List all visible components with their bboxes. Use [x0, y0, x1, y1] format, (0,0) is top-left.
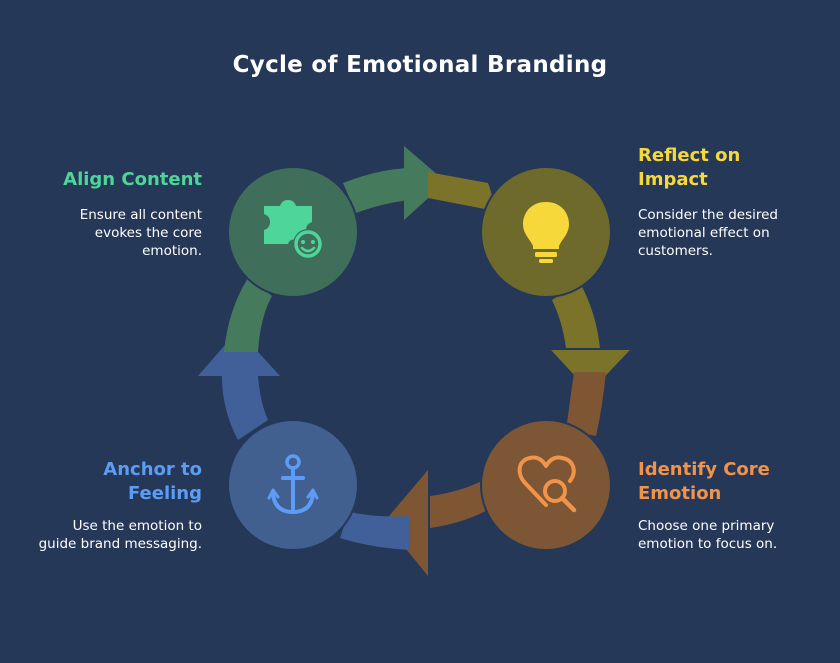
step-label-line: Emotion [638, 483, 722, 504]
step-desc-identify: Choose one primary emotion to focus on. [638, 517, 828, 553]
step-label-line: Feeling [127, 483, 202, 504]
arrow-anchor-to-align-head [198, 330, 280, 376]
step-label-line: Reflect on [638, 145, 741, 166]
step-desc-line: customers. [638, 243, 713, 259]
arrow-anchor-to-align-body [222, 376, 268, 440]
step-label-reflect: Reflect on Impact [638, 144, 828, 192]
step-label-anchor: Anchor to Feeling [22, 458, 202, 506]
step-desc-line: Choose one primary [638, 518, 775, 534]
step-desc-align: Ensure all content evokes the core emoti… [22, 206, 202, 260]
step-desc-line: Ensure all content [79, 207, 202, 223]
heart-search-icon [517, 455, 577, 513]
arrow-align-to-reflect-head [404, 146, 446, 220]
step-label-identify: Identify Core Emotion [638, 458, 828, 506]
step-desc-line: emotional effect on [638, 225, 770, 241]
step-label-line: Impact [638, 169, 708, 190]
step-label-align: Align Content [22, 168, 202, 192]
arrow-reflect-to-identify [551, 283, 630, 436]
arrow-anchor-to-align-tail [224, 278, 272, 352]
diagram-title: Cycle of Emotional Branding [232, 52, 608, 78]
arrow-align-to-reflect [343, 146, 493, 220]
step-desc-line: emotion. [142, 243, 202, 259]
arrow-identify-to-anchor [340, 470, 496, 576]
step-label-line: Identify Core [638, 459, 770, 480]
arrow-identify-to-anchor-tail [340, 502, 410, 550]
arrow-reflect-to-identify-body [552, 283, 600, 348]
arrow-anchor-to-align [198, 278, 280, 440]
arrow-align-to-reflect-tail [428, 172, 493, 210]
step-desc-reflect: Consider the desired emotional effect on… [638, 206, 828, 260]
step-desc-line: Consider the desired [638, 207, 778, 223]
step-desc-line: guide brand messaging. [38, 536, 202, 552]
step-desc-line: emotion to focus on. [638, 536, 778, 552]
step-desc-anchor: Use the emotion to guide brand messaging… [12, 517, 202, 553]
arrow-reflect-to-identify-head [551, 350, 630, 392]
puzzle-smiley-icon [264, 200, 323, 259]
step-label-line: Align Content [63, 169, 202, 190]
arrow-reflect-to-identify-tail [566, 372, 606, 436]
step-label-line: Anchor to [103, 459, 202, 480]
arrow-align-to-reflect-body [343, 168, 408, 213]
lightbulb-icon [523, 202, 569, 263]
anchor-icon [267, 454, 319, 515]
step-desc-line: Use the emotion to [72, 518, 202, 534]
step-desc-line: evokes the core [94, 225, 202, 241]
arrow-identify-to-anchor-body [430, 480, 496, 528]
